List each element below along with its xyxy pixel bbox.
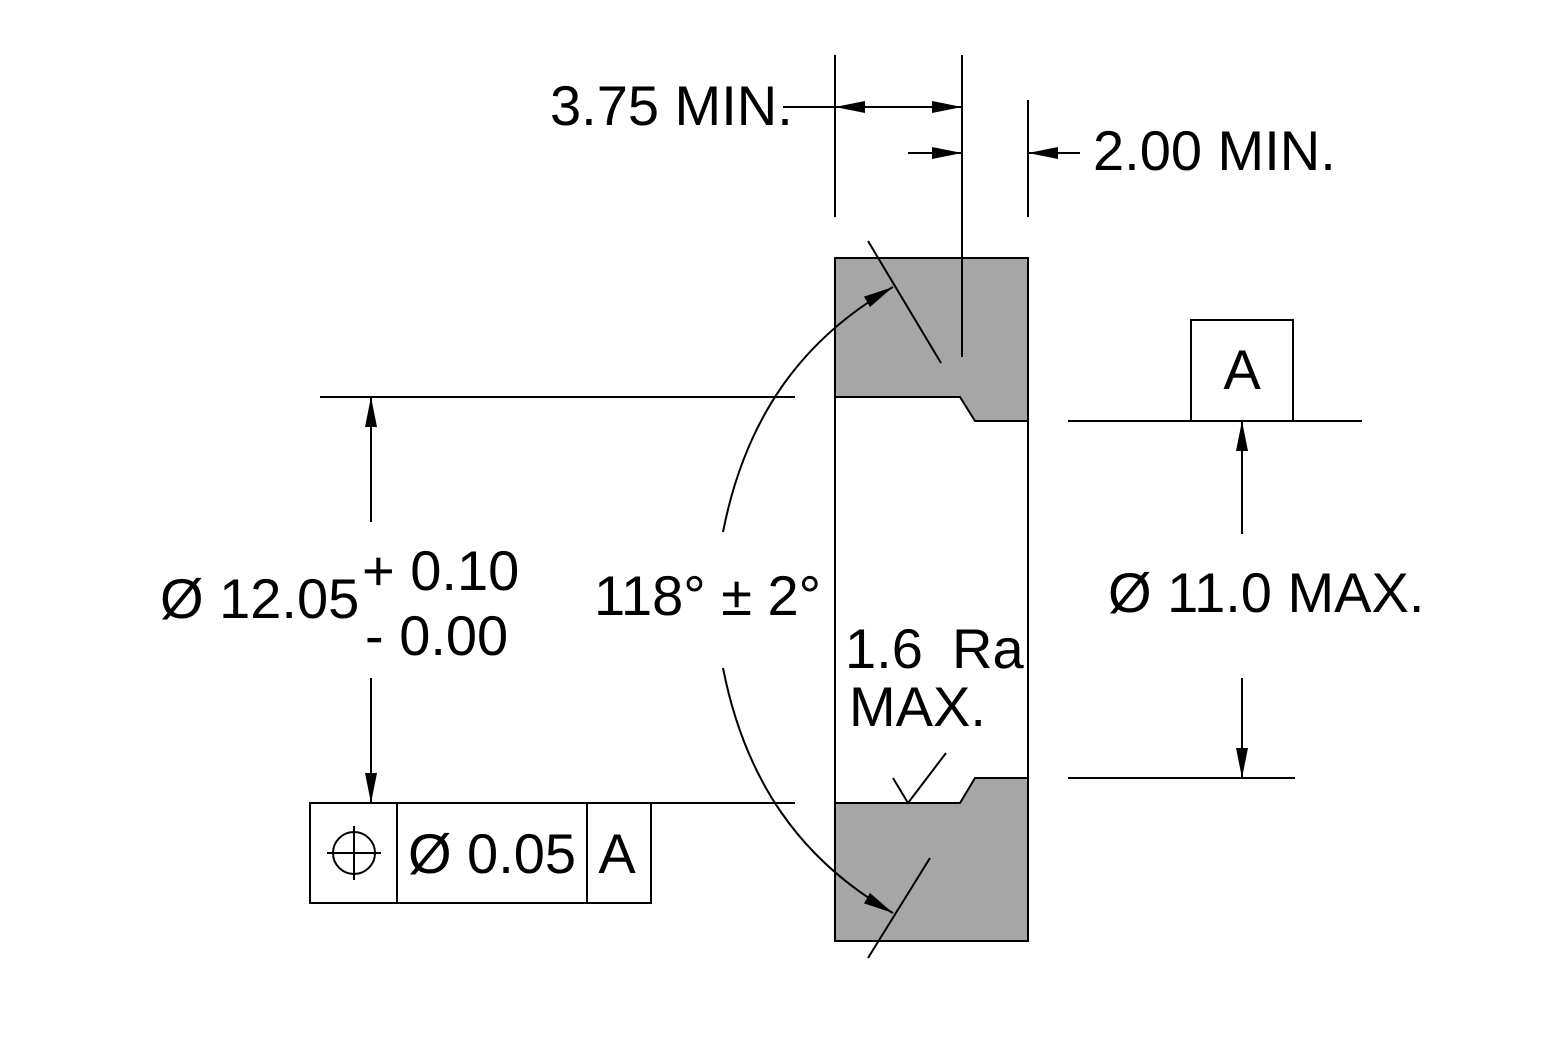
outer-diameter-label: Ø 11.0 MAX.: [1108, 561, 1424, 624]
angle-arc-bottom: [722, 667, 894, 914]
bore-tolerance-plus: + 0.10: [362, 539, 519, 602]
dimension-200-label: 2.00 MIN.: [1093, 119, 1336, 182]
surface-finish-symbol: [892, 752, 947, 805]
angle-arc-top: [722, 286, 894, 533]
fcf-frame: [309, 802, 652, 904]
angle-label: 118° ± 2°: [594, 564, 821, 627]
surface-finish: 1.6 Ra MAX.: [845, 617, 1024, 805]
bore-bottom-edge: [835, 777, 1028, 804]
dimension-outer: Ø 11.0 MAX. A: [1068, 319, 1424, 779]
part-outline: [834, 257, 1029, 942]
position-icon: [327, 826, 381, 880]
datum-box: [1190, 319, 1294, 422]
surface-finish-value: 1.6: [845, 617, 923, 680]
cone-line-bottom: [867, 857, 931, 959]
dimension-width-top: 3.75 MIN. 2.00 MIN.: [550, 55, 1336, 357]
dimension-angle: 118° ± 2°: [594, 286, 894, 914]
bore-tolerance-minus: - 0.00: [365, 604, 508, 667]
bore-top-edge: [835, 396, 1028, 422]
fcf-datum-ref: A: [598, 822, 636, 885]
cone-line-top: [867, 240, 942, 364]
fcf-tolerance: Ø 0.05: [408, 822, 576, 885]
bore-diameter-label: Ø 12.05: [160, 567, 359, 630]
surface-finish-qualifier: MAX.: [849, 675, 986, 738]
surface-finish-unit: Ra: [952, 617, 1024, 680]
datum-label: A: [1223, 338, 1261, 401]
part-section: [834, 240, 1029, 959]
feature-control-frame: Ø 0.05 A: [309, 802, 652, 904]
dimension-375-label: 3.75 MIN.: [550, 74, 793, 137]
